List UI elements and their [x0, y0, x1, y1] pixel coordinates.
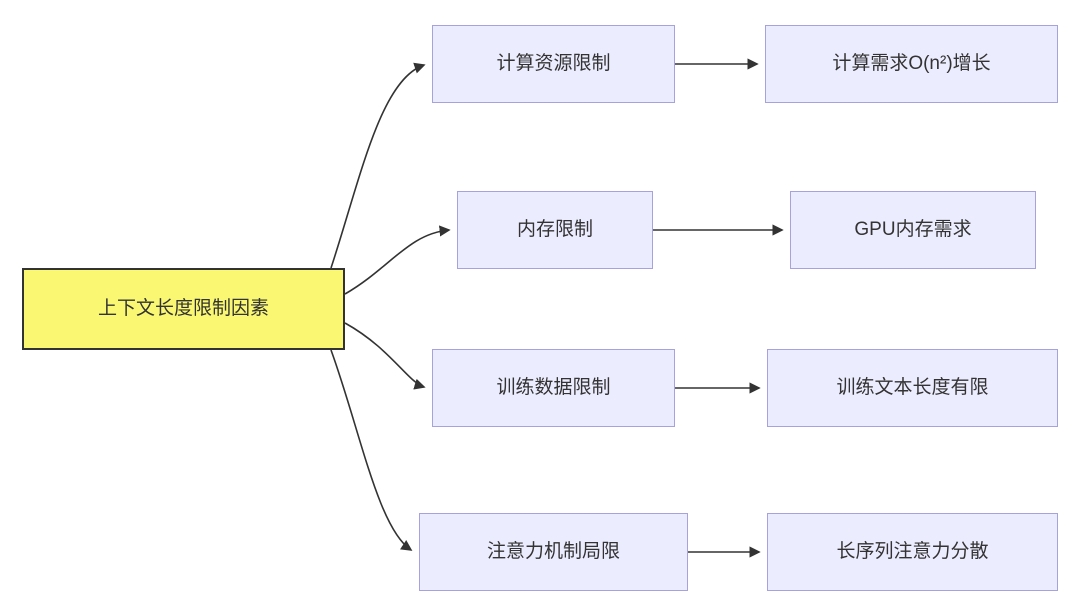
cause-node-3-label: 训练数据限制 — [496, 376, 611, 398]
effect-node-4: 长序列注意力分散 — [767, 513, 1058, 591]
cause-node-1: 计算资源限制 — [432, 25, 675, 103]
cause-node-2: 内存限制 — [457, 191, 653, 269]
root-node: 上下文长度限制因素 — [22, 268, 345, 350]
effect-node-1-label: 计算需求O(n²)增长 — [832, 52, 991, 74]
edge-root-to-branch-1 — [330, 62, 426, 269]
root-node-label: 上下文长度限制因素 — [97, 297, 269, 319]
edge-root-to-branch-2 — [344, 225, 451, 295]
cause-node-3: 训练数据限制 — [432, 349, 675, 427]
cause-node-4-label: 注意力机制局限 — [486, 540, 620, 562]
effect-node-2: GPU内存需求 — [790, 191, 1036, 269]
effect-node-1: 计算需求O(n²)增长 — [765, 25, 1058, 103]
effect-node-3-label: 训练文本长度有限 — [836, 376, 989, 398]
cause-node-4: 注意力机制局限 — [419, 513, 688, 591]
cause-node-2-label: 内存限制 — [516, 218, 593, 240]
effect-node-4-label: 长序列注意力分散 — [836, 540, 989, 562]
effect-node-2-label: GPU内存需求 — [854, 218, 972, 240]
effect-node-3: 训练文本长度有限 — [767, 349, 1058, 427]
edge-root-to-branch-4 — [330, 349, 413, 551]
edge-root-to-branch-3 — [344, 322, 426, 390]
cause-node-1-label: 计算资源限制 — [496, 52, 611, 74]
